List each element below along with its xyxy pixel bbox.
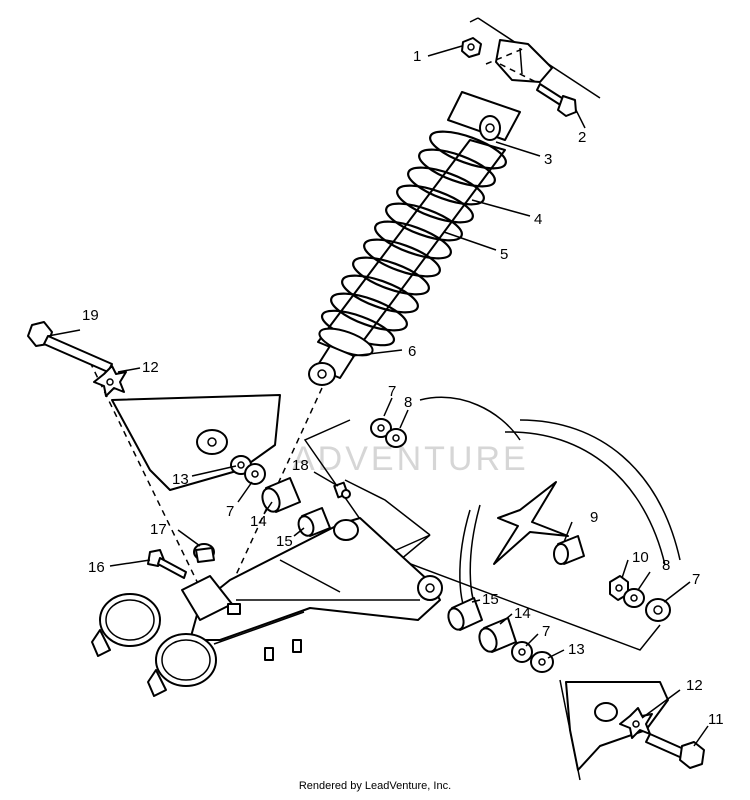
callout-17: 17 xyxy=(150,521,167,538)
footer-credit: Rendered by LeadVenture, Inc. xyxy=(298,780,452,792)
callout-13-lower: 13 xyxy=(568,641,585,658)
bolt-part-11 xyxy=(645,733,705,769)
assembly-line-bolt-19 xyxy=(89,361,207,601)
callout-8-right: 8 xyxy=(662,557,670,574)
callout-15-upper: 15 xyxy=(276,533,293,550)
pivot-clamp-left xyxy=(91,593,161,657)
swing-arm xyxy=(181,517,443,661)
right-bracket-plate xyxy=(565,681,669,771)
callout-7-right: 7 xyxy=(692,571,700,588)
callout-14-upper: 14 xyxy=(250,513,267,530)
shock-absorber-part-3 xyxy=(317,115,506,357)
bushing-part-15-upper xyxy=(297,507,331,537)
callout-2: 2 xyxy=(578,129,586,146)
callout-10: 10 xyxy=(632,549,649,566)
star-washer-part-12-left xyxy=(93,365,127,397)
washer-part-7-lower xyxy=(511,641,533,663)
washer-part-7-left xyxy=(244,463,266,485)
coil-spring-part-4 xyxy=(320,130,507,347)
sleeve-part-9 xyxy=(553,535,585,565)
callout-18: 18 xyxy=(292,457,309,474)
callout-11: 11 xyxy=(708,711,724,728)
assembly-line-bolt-2 xyxy=(499,63,541,85)
callout-labels: 1 2 3 4 5 6 7 8 19 12 13 7 14 15 18 17 1… xyxy=(82,48,724,728)
shock-upper-mount-tab xyxy=(447,91,521,141)
bushing-part-14-upper xyxy=(261,477,301,513)
callout-7-left: 7 xyxy=(226,503,234,520)
callout-1: 1 xyxy=(413,48,421,65)
callout-15-lower: 15 xyxy=(482,591,499,608)
grease-fitting-part-18 xyxy=(333,481,351,499)
callout-7-lower: 7 xyxy=(542,623,550,640)
shock-lower-eye-part-6 xyxy=(308,345,355,386)
callout-5: 5 xyxy=(500,246,508,263)
washer-part-8-upper xyxy=(385,428,407,448)
bolt-part-19 xyxy=(27,321,113,373)
nut-part-1 xyxy=(461,37,482,58)
bushing-part-15-lower xyxy=(447,597,483,631)
callout-7-upper: 7 xyxy=(388,383,396,400)
callout-8-upper: 8 xyxy=(404,394,412,411)
callout-12-left: 12 xyxy=(142,359,159,376)
frame-bracket xyxy=(469,17,601,99)
callout-12-right: 12 xyxy=(686,677,703,694)
washer-part-7-right xyxy=(645,598,671,622)
mounting-plate-outline-lower xyxy=(398,534,661,651)
callout-14-lower: 14 xyxy=(514,605,531,622)
callout-6: 6 xyxy=(408,343,416,360)
callout-4: 4 xyxy=(534,211,542,228)
callout-19: 19 xyxy=(82,307,99,324)
watermark-text: ADVENTURE xyxy=(292,440,529,478)
bolt-part-16 xyxy=(147,549,187,579)
bolt-part-2 xyxy=(536,83,577,117)
leader-lines xyxy=(47,45,709,747)
bushing-part-14-lower xyxy=(478,617,517,653)
callout-9: 9 xyxy=(590,509,598,526)
washer-part-7-upper xyxy=(370,418,392,438)
star-plate xyxy=(493,481,569,565)
mounting-plate-outline-mid xyxy=(344,479,431,536)
bushing-part-17 xyxy=(193,543,215,563)
washer-part-8-right xyxy=(623,588,645,608)
washer-part-13-lower xyxy=(530,651,554,673)
callout-16: 16 xyxy=(88,559,105,576)
callout-3: 3 xyxy=(544,151,552,168)
callout-13-left: 13 xyxy=(172,471,189,488)
assembly-line-bracket xyxy=(485,47,526,65)
pivot-clamp-right xyxy=(147,633,217,697)
